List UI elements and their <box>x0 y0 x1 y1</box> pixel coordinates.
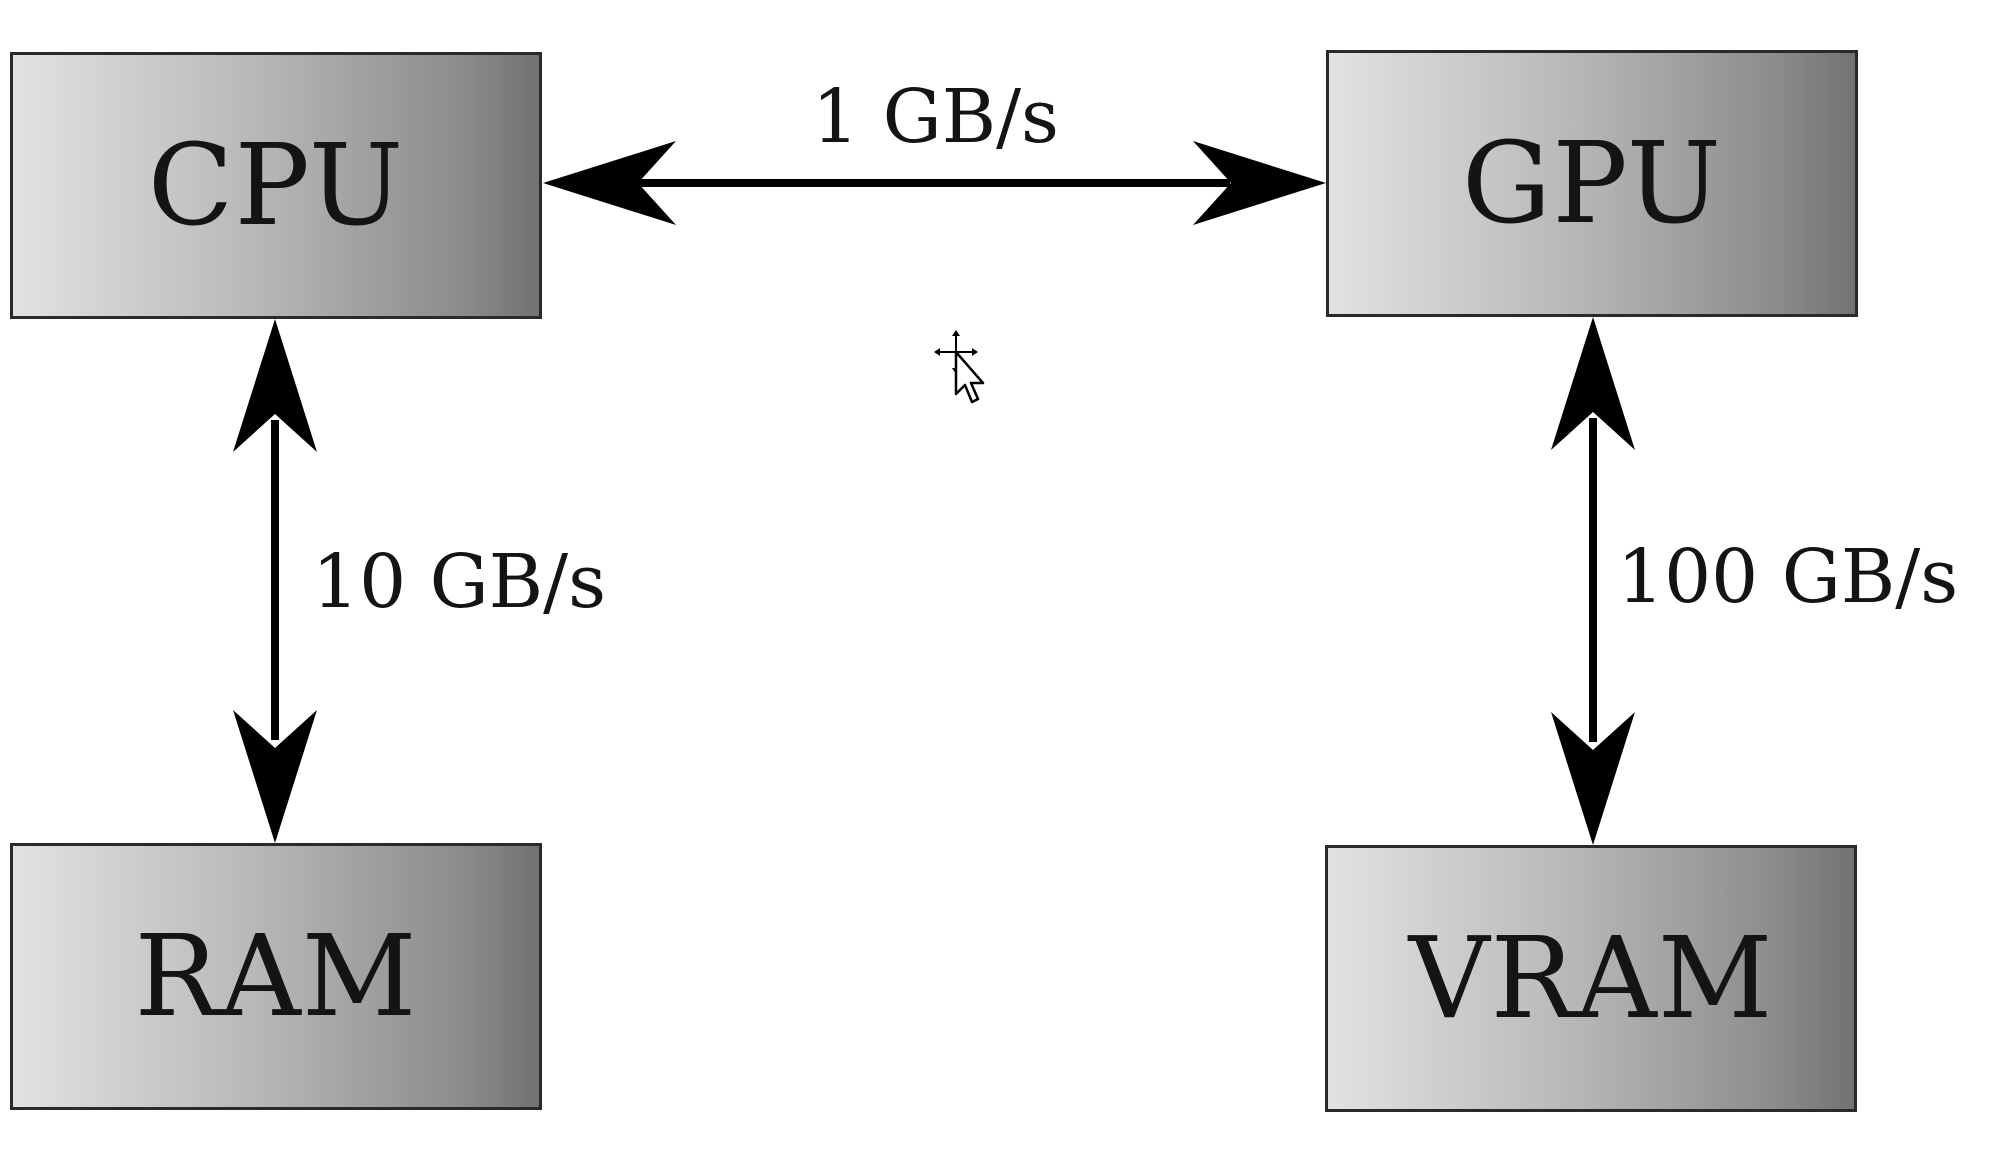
move-cursor-icon <box>934 330 985 404</box>
arrow-cpu-ram <box>233 319 317 843</box>
gpu-label: GPU <box>1461 118 1723 249</box>
vram-label: VRAM <box>1408 913 1774 1044</box>
arrow-cpu-ram-top-head <box>233 319 317 452</box>
arrow-cpu-gpu <box>543 141 1326 225</box>
cpu-gpu-bandwidth-label: 1 GB/s <box>812 74 1060 160</box>
ram-label: RAM <box>134 911 418 1042</box>
arrow-gpu-vram-top-head <box>1551 317 1635 450</box>
cpu-ram-bandwidth-label: 10 GB/s <box>312 539 607 625</box>
arrow-gpu-vram-bottom-head <box>1551 712 1635 845</box>
gpu-vram-bandwidth-label: 100 GB/s <box>1617 534 1959 620</box>
arrow-cpu-ram-bottom-head <box>233 710 317 843</box>
cpu-box: CPU <box>10 52 542 319</box>
arrow-gpu-vram <box>1551 317 1635 845</box>
ram-box: RAM <box>10 843 542 1110</box>
vram-box: VRAM <box>1325 845 1857 1112</box>
cpu-label: CPU <box>147 120 405 251</box>
arrow-cpu-gpu-left-head <box>543 141 676 225</box>
arrow-cpu-gpu-right-head <box>1193 141 1326 225</box>
gpu-box: GPU <box>1326 50 1858 317</box>
